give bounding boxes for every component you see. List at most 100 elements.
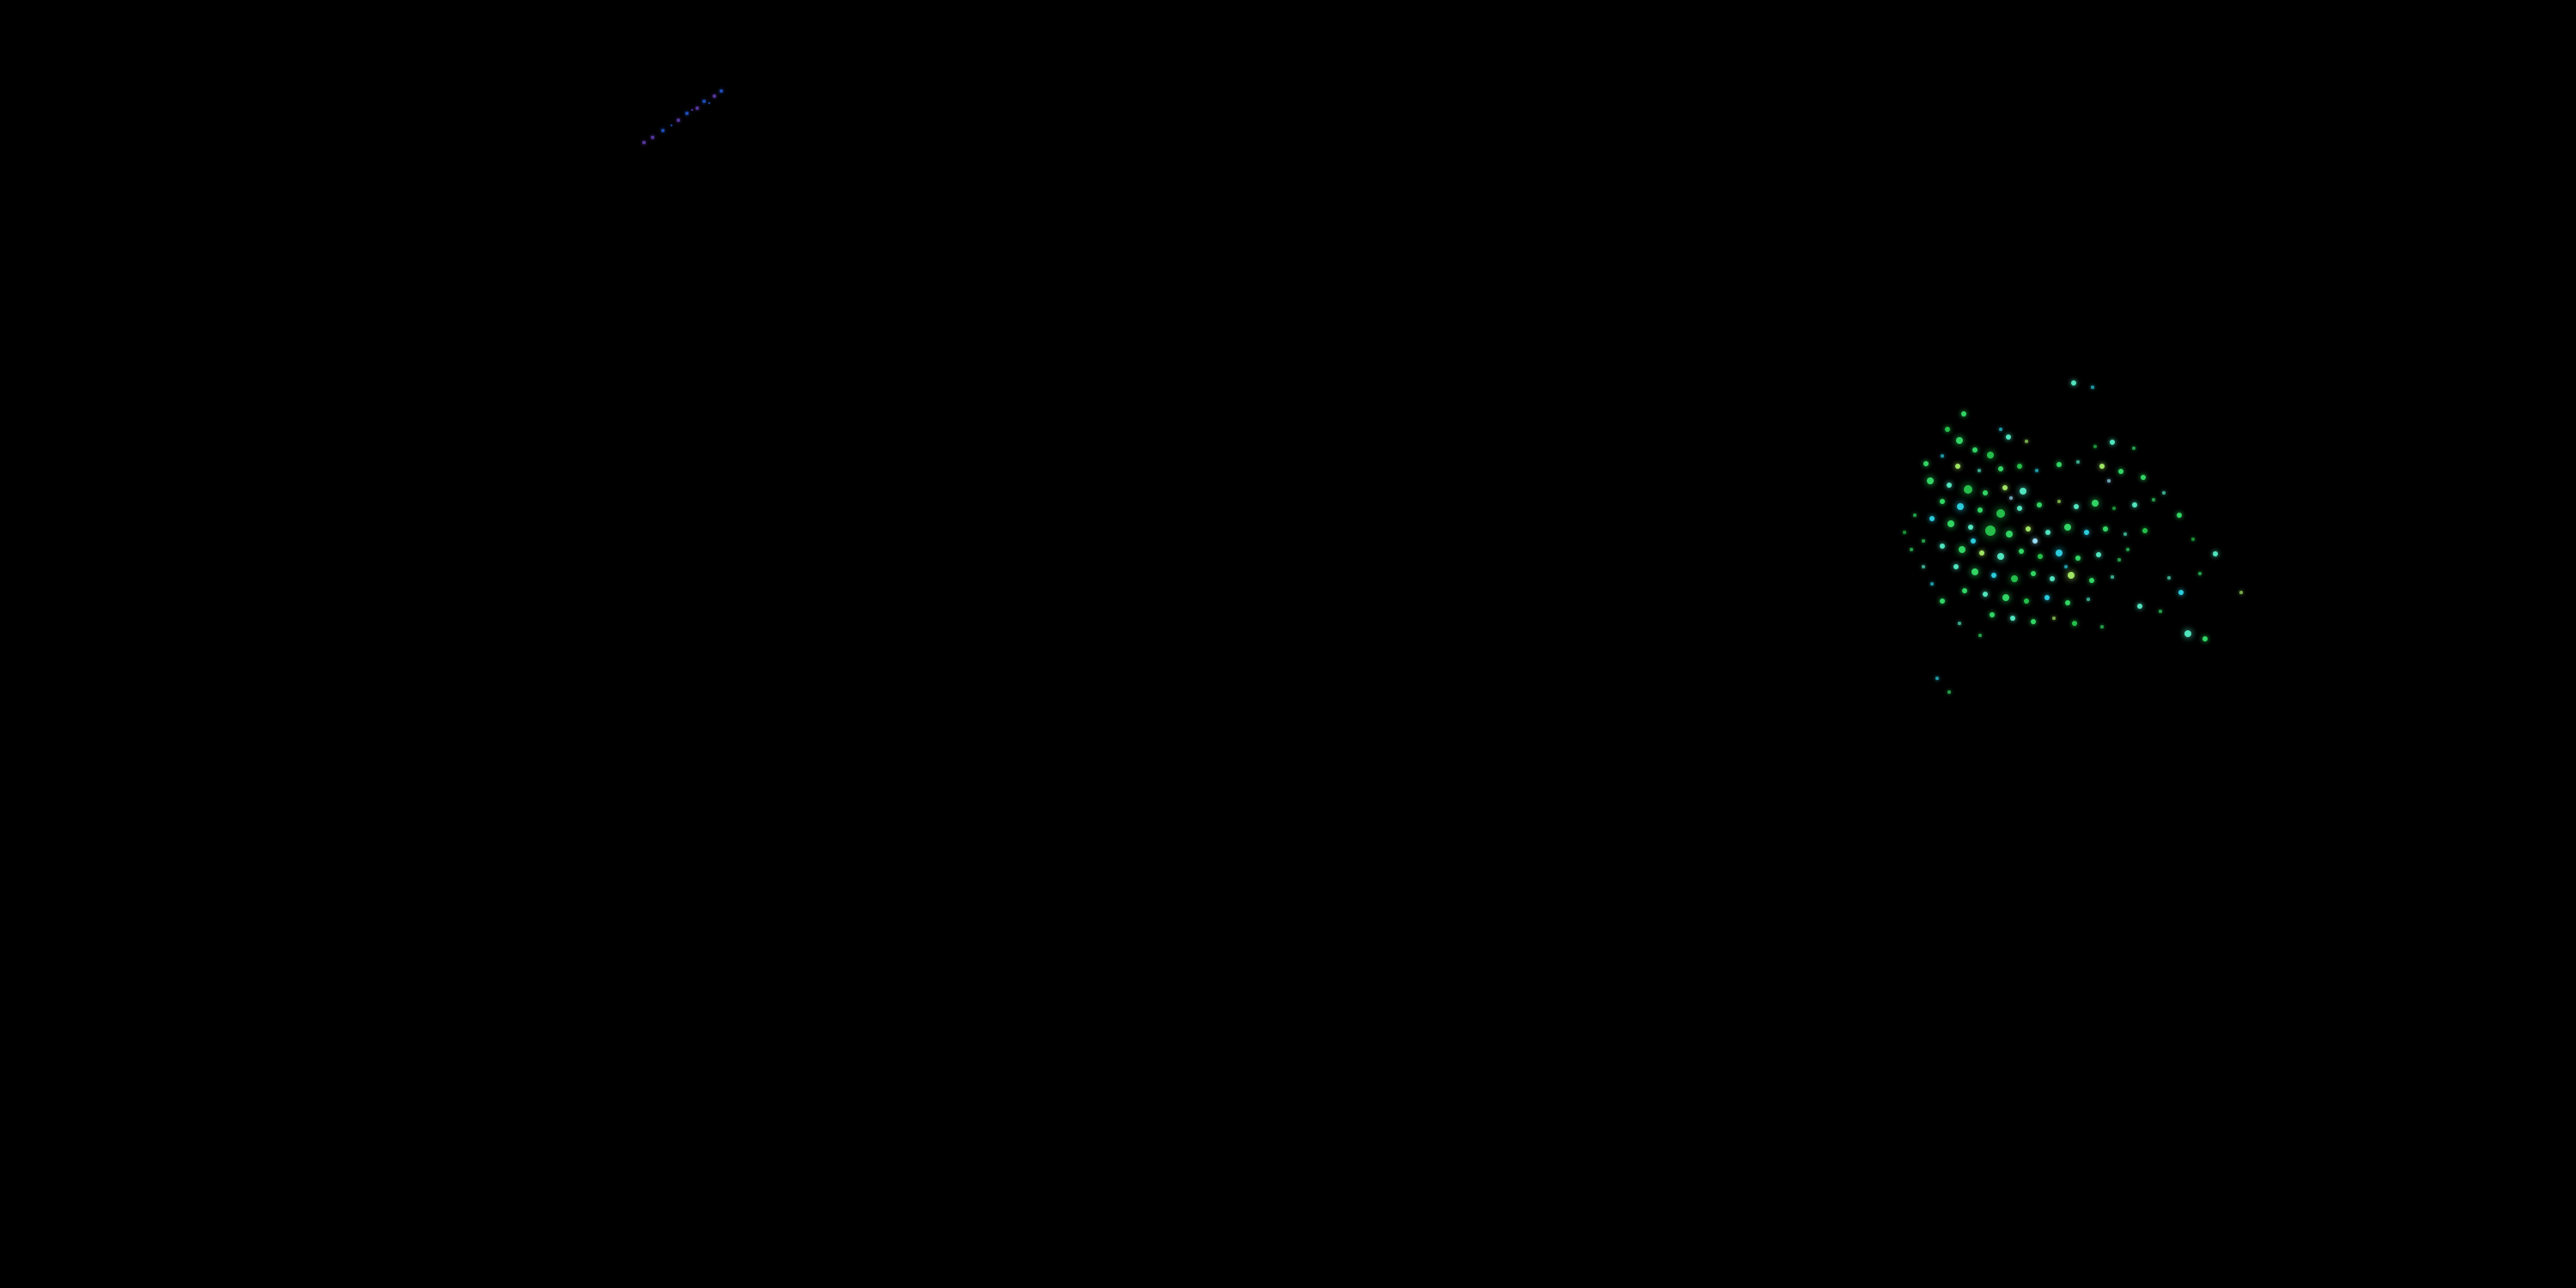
light-speck (2045, 530, 2050, 535)
light-speck (2037, 502, 2042, 507)
light-speck (2072, 621, 2077, 626)
light-speck (1935, 677, 1939, 680)
light-speck (1927, 477, 1934, 484)
light-speck (2050, 576, 2055, 581)
light-speck (1962, 588, 1967, 593)
light-speck (2057, 500, 2061, 503)
light-speck (1971, 568, 1978, 575)
light-speck (685, 112, 689, 115)
light-speck (1945, 427, 1950, 432)
light-speck (2075, 556, 2081, 561)
light-speck (691, 109, 693, 111)
light-speck (1983, 490, 1988, 495)
light-speck (1990, 612, 1995, 617)
light-speck (1903, 531, 1906, 534)
light-speck (2071, 380, 2076, 386)
light-speck (1923, 461, 1929, 466)
light-speck (2100, 625, 2104, 629)
light-speck (2177, 513, 2182, 518)
light-speck (2087, 598, 2090, 601)
light-speck (2064, 524, 2071, 531)
light-speck (2020, 488, 2026, 495)
light-speck (2074, 504, 2079, 509)
light-speck (1929, 516, 1935, 521)
light-speck (651, 136, 654, 139)
light-speck (2117, 558, 2121, 562)
light-speck (1964, 485, 1972, 494)
light-speck (1956, 437, 1963, 444)
light-speck (2032, 538, 2038, 544)
light-speck (2092, 500, 2099, 507)
light-speck (713, 94, 716, 98)
light-speck (2213, 551, 2218, 556)
light-speck (677, 118, 680, 122)
light-speck (1998, 466, 2003, 471)
light-speck (1940, 598, 1945, 604)
light-speck (2132, 447, 2136, 450)
light-speck (2044, 595, 2050, 600)
light-speck (2031, 619, 2036, 624)
light-speck (1910, 548, 1913, 551)
light-speck (1922, 539, 1925, 543)
light-speck (696, 106, 699, 110)
light-speck (1987, 452, 1994, 459)
light-speck (1953, 564, 1959, 569)
light-speck (661, 129, 665, 132)
light-speck (2006, 434, 2011, 440)
light-speck (2068, 572, 2075, 579)
light-speck (702, 100, 706, 103)
light-speck (2137, 604, 2142, 609)
light-speck (2065, 600, 2070, 605)
light-speck (1959, 546, 1965, 553)
light-speck (1961, 411, 1966, 416)
light-speck (2002, 594, 2009, 601)
light-speck (1985, 526, 1996, 536)
light-speck (1978, 469, 1981, 472)
light-speck (2002, 485, 2008, 490)
light-speck (2026, 526, 2031, 532)
light-speck (2239, 591, 2243, 594)
light-speck (1972, 447, 1978, 453)
light-speck (2184, 630, 2191, 637)
light-speck (2052, 617, 2056, 620)
light-speck (2009, 496, 2013, 500)
light-speck (2112, 507, 2116, 510)
light-speck (2076, 460, 2080, 464)
light-speck (1958, 622, 1961, 625)
light-speck (2089, 578, 2094, 583)
light-speck (2091, 386, 2094, 389)
light-speck (2010, 616, 2015, 621)
light-speck (2056, 550, 2063, 556)
light-speck (2096, 552, 2101, 557)
light-speck (2031, 571, 2036, 576)
light-speck (2084, 530, 2089, 535)
light-speck (2191, 538, 2195, 541)
light-speck (1978, 634, 1982, 637)
light-speck (2132, 502, 2137, 507)
light-speck (1991, 573, 1996, 578)
light-speck (2178, 590, 2184, 595)
light-speck (1940, 544, 1945, 549)
light-speck (2118, 469, 2123, 474)
light-speck (642, 141, 646, 144)
light-speck (1947, 483, 1952, 488)
light-speck (2198, 572, 2202, 575)
light-speck (2017, 464, 2022, 469)
light-speck (1940, 499, 1945, 504)
light-speck (1971, 538, 1976, 544)
light-speck (2123, 532, 2127, 536)
light-speck (2159, 610, 2162, 613)
light-speck (1941, 454, 1944, 458)
light-speck (2202, 636, 2208, 641)
light-speck (1922, 565, 1925, 568)
light-speck (2024, 598, 2029, 604)
light-speck (2099, 464, 2105, 469)
light-speck (2011, 575, 2018, 582)
light-speck (1968, 525, 1973, 530)
light-speck (2111, 575, 2114, 579)
light-speck (671, 125, 672, 126)
light-speck (1947, 520, 1954, 527)
light-speck (2126, 548, 2129, 551)
